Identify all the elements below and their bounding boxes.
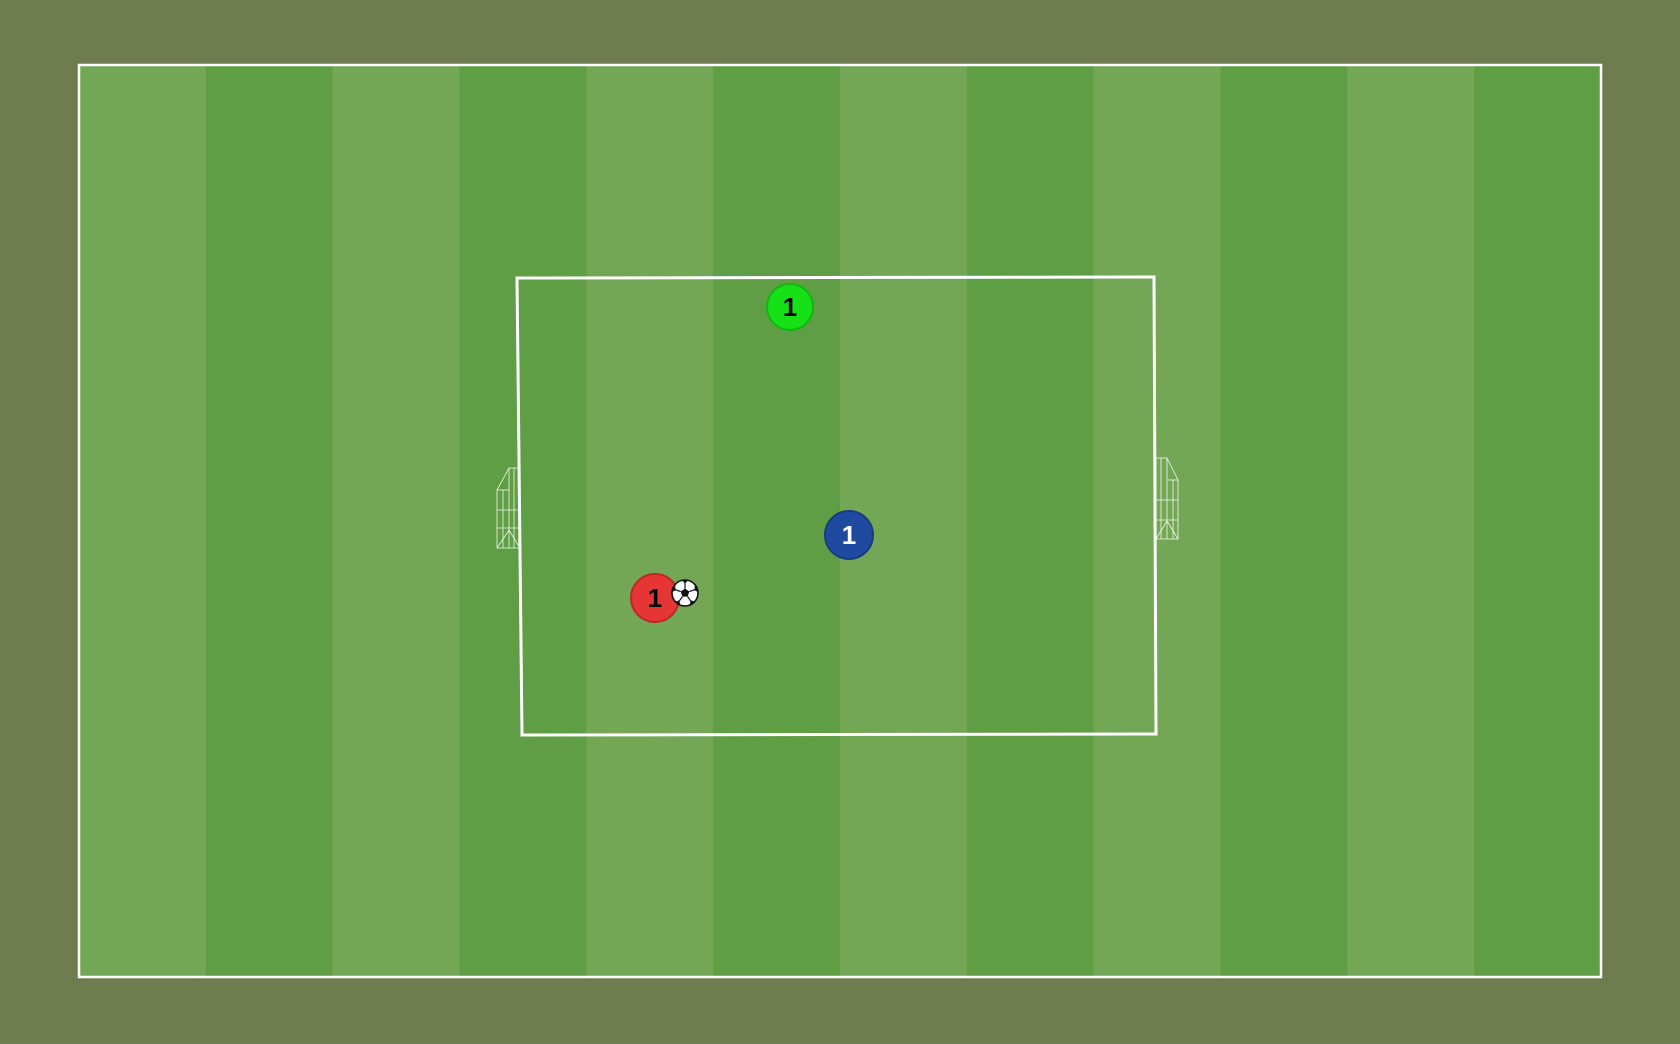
pitch-stripe: [966, 65, 1095, 977]
player-red[interactable]: 1: [630, 573, 680, 623]
player-green[interactable]: 1: [766, 283, 814, 331]
goal-net-icon: [1155, 457, 1179, 540]
player-blue-number: 1: [842, 520, 856, 550]
training-area-box[interactable]: [515, 275, 1158, 737]
pitch-stripe: [332, 65, 460, 977]
pitch-stripe: [1220, 65, 1348, 977]
pitch-stripe: [1347, 65, 1475, 977]
player-red-number: 1: [648, 583, 662, 613]
pitch-stripe: [586, 65, 714, 977]
goal-left: [496, 467, 521, 549]
soccer-ball-icon[interactable]: [671, 579, 699, 607]
player-green-marker: [766, 283, 814, 331]
goal-right: [1155, 457, 1179, 540]
pitch-stripes: [79, 65, 1602, 977]
pitch-stripe: [205, 65, 334, 977]
player-blue-marker: [824, 510, 874, 560]
player-blue[interactable]: 1: [824, 510, 874, 560]
pitch-stripe: [459, 65, 587, 977]
pitch-stripe: [1093, 65, 1221, 977]
pitch-stripe: [713, 65, 841, 977]
pitch-stripe: [1474, 65, 1602, 977]
pitch-outline: [77, 63, 1603, 979]
goal-net-icon: [496, 467, 521, 549]
pitch-stripe: [79, 65, 207, 977]
player-green-number: 1: [783, 292, 797, 322]
